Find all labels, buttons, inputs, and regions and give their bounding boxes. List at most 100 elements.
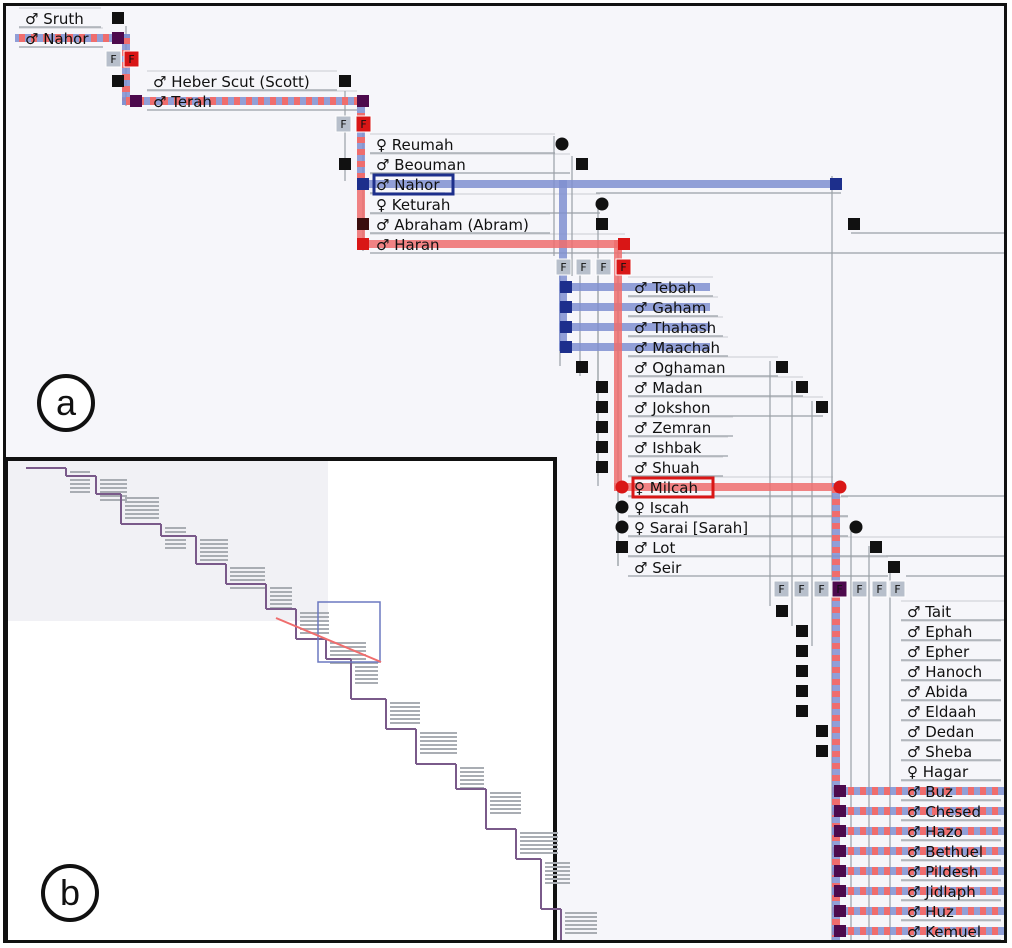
family-box xyxy=(355,115,372,133)
sex-symbol: ♂ xyxy=(153,93,171,111)
sex-symbol: ♂ xyxy=(907,823,925,841)
sex-symbol: ♀ xyxy=(634,499,650,517)
person-name: Nahor xyxy=(43,30,89,48)
panel-a-badge: a xyxy=(37,374,95,432)
marker-square xyxy=(596,461,608,473)
marker-square xyxy=(834,885,846,897)
marker-square xyxy=(796,645,808,657)
family-box xyxy=(555,258,572,276)
person-label: ♂ Bethuel xyxy=(907,843,983,861)
marker-square xyxy=(848,218,860,230)
person-name: Bethuel xyxy=(925,843,983,861)
sex-symbol: ♂ xyxy=(907,903,925,921)
sex-symbol: ♂ xyxy=(376,236,394,254)
family-box-label: F xyxy=(580,261,586,274)
person-label: ♂ Pildesh xyxy=(907,863,978,881)
family-box xyxy=(889,580,906,598)
person-label: ♂ Seir xyxy=(634,559,682,577)
person-label: ♂ Kemuel xyxy=(907,923,981,940)
sex-symbol: ♂ xyxy=(634,439,652,457)
marker-square xyxy=(596,441,608,453)
person-label: ♂ Tait xyxy=(907,603,951,621)
marker-square xyxy=(112,32,124,44)
sex-symbol: ♂ xyxy=(907,843,925,861)
sex-symbol: ♂ xyxy=(907,803,925,821)
person-label: ♀ Milcah xyxy=(634,479,698,497)
person-name: Pildesh xyxy=(925,863,978,881)
selected-name-box xyxy=(631,476,715,499)
sex-symbol: ♂ xyxy=(907,743,925,761)
person-name: Jokshon xyxy=(651,399,710,417)
marker-square xyxy=(339,158,351,170)
person-label: ♂ Thahash xyxy=(634,319,716,337)
person-name: Thahash xyxy=(651,319,716,337)
person-name: Tait xyxy=(924,603,951,621)
person-label: ♂ Hazo xyxy=(907,823,963,841)
sex-symbol: ♀ xyxy=(634,519,650,537)
sex-symbol: ♂ xyxy=(634,459,652,477)
person-name: Terah xyxy=(170,93,212,111)
person-name: Keturah xyxy=(392,196,451,214)
marker-dot xyxy=(595,197,609,211)
marker-square xyxy=(796,625,808,637)
family-box-label: F xyxy=(620,261,626,274)
family-box-label: F xyxy=(856,583,862,596)
person-label: ♂ Maachah xyxy=(634,339,720,357)
sex-symbol: ♂ xyxy=(25,30,43,48)
person-name: Ishbak xyxy=(652,439,701,457)
person-label: ♂ Shuah xyxy=(634,459,699,477)
marker-square xyxy=(776,605,788,617)
marker-square xyxy=(816,745,828,757)
person-name: Reumah xyxy=(392,136,454,154)
marker-square xyxy=(834,825,846,837)
person-name: Heber Scut (Scott) xyxy=(171,73,310,91)
person-label: ♂ Tebah xyxy=(634,279,696,297)
person-name: Madan xyxy=(652,379,702,397)
family-box xyxy=(793,580,810,598)
sex-symbol: ♂ xyxy=(153,73,171,91)
person-label: ♂ Hanoch xyxy=(907,663,982,681)
person-name: Beouman xyxy=(394,156,466,174)
person-label: ♂ Epher xyxy=(907,643,970,661)
family-box-label: F xyxy=(778,583,784,596)
person-label: ♂ Abraham (Abram) xyxy=(376,216,529,234)
sex-symbol: ♂ xyxy=(907,623,925,641)
sex-symbol: ♂ xyxy=(907,923,925,940)
person-label: ♂ Chesed xyxy=(907,803,981,821)
marker-dot xyxy=(555,137,569,151)
marker-square xyxy=(816,725,828,737)
marker-dot xyxy=(615,520,629,534)
person-label: ♂ Eldaah xyxy=(907,703,976,721)
person-name: Dedan xyxy=(925,723,974,741)
family-box-label: F xyxy=(340,118,346,131)
person-name: Sruth xyxy=(43,10,84,28)
family-box-label: F xyxy=(836,583,842,596)
person-label: ♀ Reumah xyxy=(376,136,454,154)
marker-square xyxy=(357,95,369,107)
person-name: Ephah xyxy=(925,623,972,641)
person-label: ♂ Huz xyxy=(907,903,954,921)
person-name: Seir xyxy=(652,559,682,577)
family-box-label: F xyxy=(600,261,606,274)
person-label: ♂ Sheba xyxy=(907,743,972,761)
marker-square xyxy=(576,158,588,170)
marker-square xyxy=(596,401,608,413)
person-name: Sheba xyxy=(925,743,972,761)
person-name: Nahor xyxy=(394,176,440,194)
person-label: ♂ Jokshon xyxy=(634,399,711,417)
person-name: Hagar xyxy=(923,763,969,781)
marker-square xyxy=(339,75,351,87)
marker-dot xyxy=(849,520,863,534)
marker-square xyxy=(618,238,630,250)
marker-square xyxy=(596,381,608,393)
person-label: ♂ Abida xyxy=(907,683,968,701)
sex-symbol: ♂ xyxy=(634,299,652,317)
family-box xyxy=(851,580,868,598)
family-box-label: F xyxy=(110,53,116,66)
marker-square xyxy=(796,381,808,393)
family-box-label: F xyxy=(894,583,900,596)
person-name: Eldaah xyxy=(925,703,976,721)
sex-symbol: ♂ xyxy=(634,539,652,557)
